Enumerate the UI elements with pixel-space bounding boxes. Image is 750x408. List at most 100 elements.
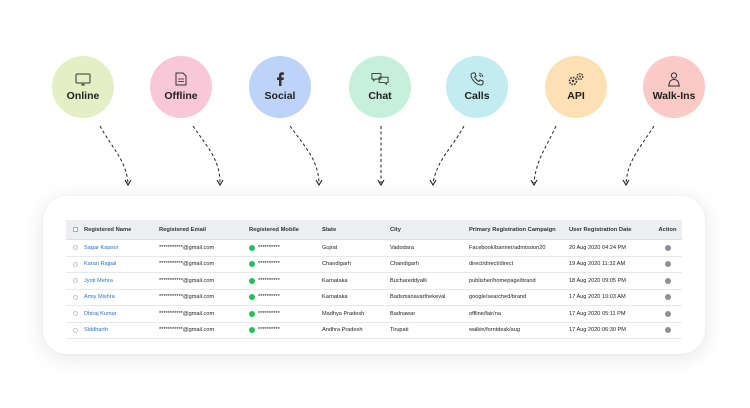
- header-state[interactable]: State: [322, 226, 337, 233]
- registration-date: 17 Aug 2020 05:11 PM: [569, 310, 626, 317]
- registered-name-link[interactable]: Sagar Kapoor: [84, 244, 119, 251]
- source-api: API: [545, 56, 607, 118]
- whatsapp-icon[interactable]: [249, 327, 255, 334]
- mobile-value: **********: [258, 294, 280, 301]
- action-button[interactable]: [649, 261, 682, 268]
- table-row: Karan Rajpal ***********@gmail.com *****…: [66, 257, 682, 273]
- person-icon: [665, 71, 683, 86]
- header-registered-email[interactable]: Registered Email: [159, 226, 207, 233]
- state: Andhra Pradesh: [322, 327, 363, 334]
- registered-email: ***********@gmail.com: [159, 294, 215, 301]
- arrow-walkins: [625, 125, 655, 184]
- source-label: Online: [66, 90, 100, 102]
- registered-email: ***********@gmail.com: [159, 310, 215, 317]
- row-select-radio[interactable]: [66, 245, 80, 251]
- action-icon: [664, 327, 671, 334]
- source-offline: Offline: [150, 56, 212, 118]
- whatsapp-icon[interactable]: [249, 294, 255, 301]
- row-select-radio[interactable]: [66, 261, 80, 267]
- state: Karnataka: [322, 277, 348, 284]
- document-icon: [172, 72, 190, 86]
- campaign: Facebook/banner/admission20: [469, 244, 546, 251]
- action-button[interactable]: [649, 277, 682, 284]
- action-icon: [664, 244, 671, 251]
- source-label: Calls: [464, 90, 490, 102]
- registered-mobile: **********: [245, 244, 318, 251]
- header-registered-mobile[interactable]: Registered Mobile: [249, 226, 299, 233]
- action-button[interactable]: [649, 327, 682, 334]
- whatsapp-icon[interactable]: [249, 277, 255, 284]
- source-walkins: Walk-Ins: [643, 56, 705, 118]
- campaign: google/searched/brand: [469, 294, 527, 301]
- header-campaign[interactable]: Primary Registration Campaign: [469, 226, 556, 233]
- source-label: API: [567, 90, 585, 102]
- whatsapp-icon[interactable]: [249, 310, 255, 317]
- table-row: Siddharth ***********@gmail.com ********…: [66, 323, 682, 339]
- whatsapp-icon[interactable]: [249, 244, 255, 251]
- registrations-table: Registered Name Registered Email Registe…: [66, 220, 682, 339]
- registered-name-link[interactable]: Amiy Mishra: [84, 294, 115, 301]
- city: Chandigarh: [390, 261, 419, 268]
- action-icon: [664, 277, 671, 284]
- campaign: walkin/forntdesk/aug: [469, 327, 520, 334]
- state: Chandigarh: [322, 261, 351, 268]
- action-button[interactable]: [649, 244, 682, 251]
- phone-icon: [468, 72, 486, 86]
- state: Madhya Pradesh: [322, 310, 365, 317]
- registered-name-link[interactable]: Dhiraj Kumar: [84, 310, 117, 317]
- row-select-radio[interactable]: [66, 294, 80, 300]
- state: Karnataka: [322, 294, 348, 301]
- table-row: Amiy Mishra ***********@gmail.com ******…: [66, 290, 682, 306]
- source-label: Offline: [164, 90, 198, 102]
- action-icon: [664, 261, 671, 268]
- source-chat: Chat: [349, 56, 411, 118]
- chat-bubbles-icon: [371, 72, 389, 86]
- source-label: Walk-Ins: [652, 90, 696, 102]
- arrow-calls: [432, 125, 465, 184]
- arrow-api: [533, 125, 557, 184]
- registered-mobile: **********: [245, 310, 318, 317]
- registration-date: 19 Aug 2020 11:32 AM: [569, 261, 626, 268]
- registration-date: 18 Aug 2020 09:05 PM: [569, 277, 626, 284]
- arrow-online: [99, 125, 129, 184]
- action-icon: [664, 310, 671, 317]
- action-button[interactable]: [649, 310, 682, 317]
- registered-name-link[interactable]: Siddharth: [84, 327, 108, 334]
- monitor-icon: [74, 72, 92, 86]
- gears-icon: [567, 72, 585, 86]
- table-row: Dhiraj Kumar ***********@gmail.com *****…: [66, 306, 682, 323]
- header-action: Action: [658, 226, 677, 233]
- table-header-row: Registered Name Registered Email Registe…: [66, 220, 682, 240]
- mobile-value: **********: [258, 261, 280, 268]
- city: Vadodara: [390, 244, 414, 251]
- header-registered-name[interactable]: Registered Name: [84, 226, 132, 233]
- registered-mobile: **********: [245, 277, 318, 284]
- campaign: offline/fair/na: [469, 310, 501, 317]
- action-icon: [664, 294, 671, 301]
- registered-name-link[interactable]: Jyoti Mehra: [84, 277, 113, 284]
- row-select-radio[interactable]: [66, 311, 80, 317]
- row-select-radio[interactable]: [66, 278, 80, 284]
- registration-date: 20 Aug 2020 04:24 PM: [569, 244, 626, 251]
- source-social: Social: [249, 56, 311, 118]
- facebook-icon: [271, 72, 289, 86]
- whatsapp-icon[interactable]: [249, 261, 255, 268]
- arrow-offline: [192, 125, 221, 184]
- campaign: publisher/homepage/brand: [469, 277, 536, 284]
- table-row: Jyoti Mehra ***********@gmail.com ******…: [66, 273, 682, 290]
- registration-date: 17 Aug 2020 06:30 PM: [569, 327, 626, 334]
- header-city[interactable]: City: [390, 226, 401, 233]
- city: Buchareddyalli: [390, 277, 427, 284]
- table-row: Sagar Kapoor ***********@gmail.com *****…: [66, 240, 682, 257]
- registered-name-link[interactable]: Karan Rajpal: [84, 261, 117, 268]
- city: Badsmanavarthekeval: [390, 294, 446, 301]
- select-all-checkbox[interactable]: [66, 227, 80, 232]
- registered-email: ***********@gmail.com: [159, 244, 215, 251]
- city: Badnawar: [390, 310, 416, 317]
- source-label: Chat: [368, 90, 392, 102]
- action-button[interactable]: [649, 294, 682, 301]
- mobile-value: **********: [258, 327, 280, 334]
- row-select-radio[interactable]: [66, 327, 80, 333]
- header-registration-date[interactable]: User Registration Date: [569, 226, 632, 233]
- registration-date: 17 Aug 2020 10:03 AM: [569, 294, 626, 301]
